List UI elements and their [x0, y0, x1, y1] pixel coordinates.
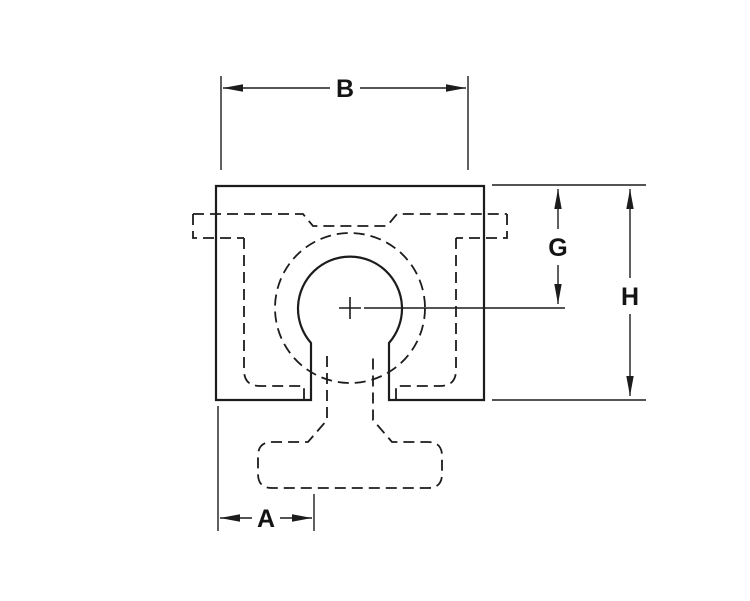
hidden-housing-contour-left	[243, 238, 305, 399]
block-solid-outline	[214, 184, 486, 402]
hidden-housing-contour-right	[395, 238, 457, 399]
center-mark	[339, 297, 361, 319]
hidden-lines	[192, 213, 508, 489]
hidden-top-edge	[193, 213, 507, 227]
dimension-label-a: A	[257, 505, 275, 533]
hidden-rail-profile	[257, 356, 443, 489]
hidden-mount-tab-right	[456, 214, 508, 239]
block-outline-path	[214, 184, 486, 402]
center-mark-group	[339, 297, 565, 319]
dimension-label-b: B	[336, 75, 354, 103]
dimension-H: H	[621, 189, 639, 396]
dimension-A: A	[217, 406, 315, 533]
dimension-label-g: G	[548, 234, 567, 262]
hidden-mount-tab-left	[192, 214, 244, 239]
dimension-G: G	[548, 189, 568, 304]
dimension-label-h: H	[621, 283, 639, 311]
dimension-B: B	[220, 75, 469, 170]
right-extension-lines	[492, 184, 646, 401]
